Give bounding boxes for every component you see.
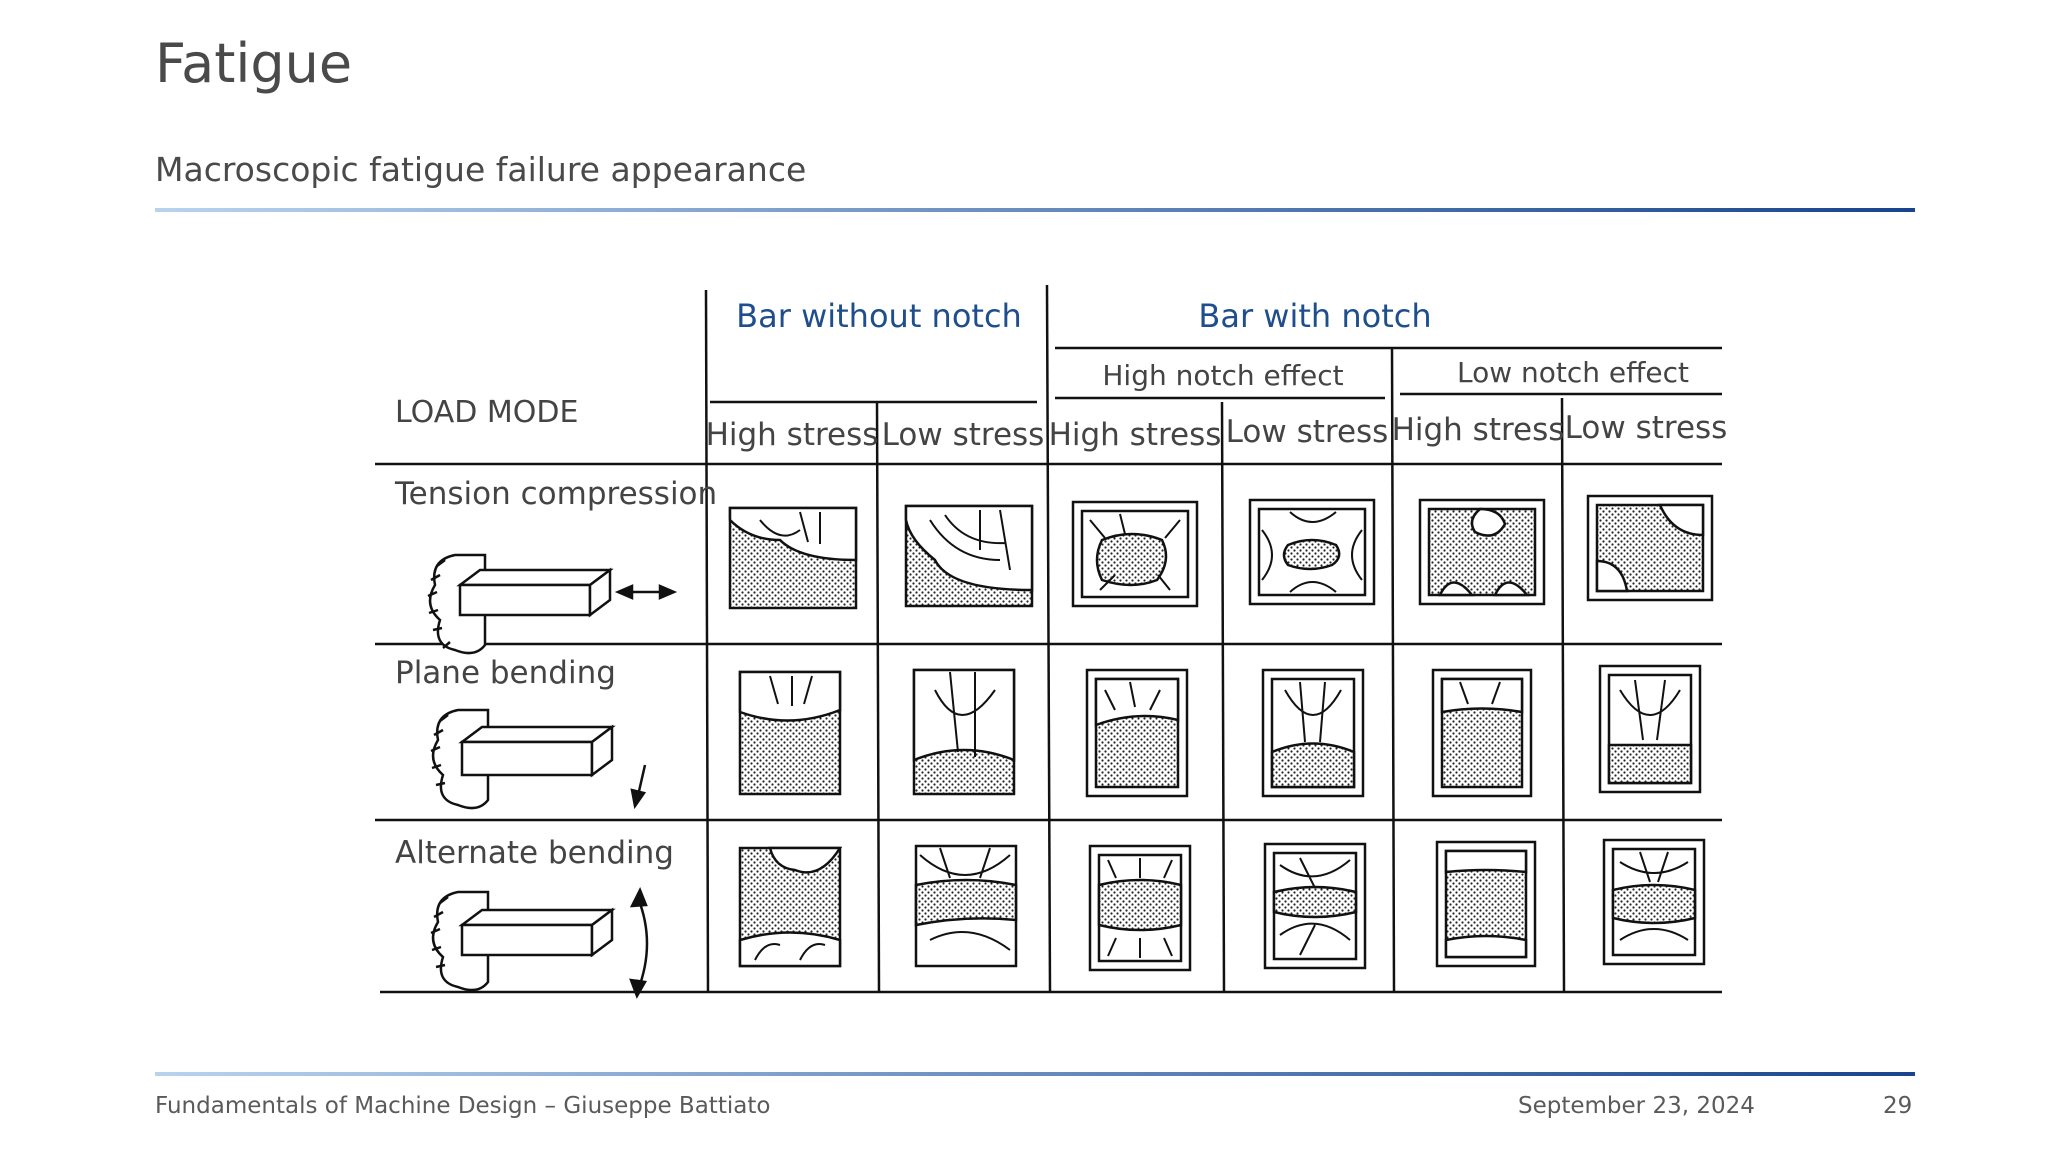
- table-grid: [375, 284, 1722, 994]
- footer-page-number: 29: [1883, 1093, 1913, 1119]
- cell-alternate-bending-high-notch-high: [1088, 844, 1192, 972]
- column-header: High stress: [1392, 412, 1565, 448]
- bar-icon-alternate-bending: [430, 886, 649, 999]
- cell-tension-low-notch-high: [1418, 498, 1546, 606]
- bar-icon-tension: [427, 553, 678, 655]
- cell-tension-high-notch-low: [1248, 498, 1376, 606]
- subgroup-header-low-notch: Low notch effect: [1457, 356, 1689, 389]
- row-labels: Tension compression Plane bending Altern…: [394, 476, 717, 871]
- slide-title: Fatigue: [155, 32, 353, 95]
- cell-plane-bending-bar-without-notch-low: [912, 668, 1016, 796]
- cell-alternate-bending-low-notch-high: [1435, 840, 1537, 968]
- header-divider: [155, 208, 1915, 212]
- column-header: Low stress: [1226, 414, 1389, 450]
- cell-plane-bending-low-notch-high: [1431, 668, 1533, 798]
- cell-tension-bar-without-notch-low: [904, 504, 1034, 608]
- bar-icon-plane-bending: [430, 708, 647, 810]
- group-header-without-notch: Bar without notch: [736, 297, 1022, 335]
- row-label-tension-compression: Tension compression: [394, 476, 717, 512]
- row-label-plane-bending: Plane bending: [395, 655, 616, 691]
- cell-plane-bending-high-notch-high: [1085, 668, 1189, 798]
- slide-subtitle: Macroscopic fatigue failure appearance: [155, 150, 807, 189]
- footer-course: Fundamentals of Machine Design – Giusepp…: [155, 1093, 771, 1119]
- group-header-with-notch: Bar with notch: [1198, 297, 1431, 335]
- cell-tension-high-notch-high: [1071, 500, 1199, 608]
- cell-plane-bending-low-notch-low: [1598, 664, 1702, 794]
- column-header: High stress: [1049, 417, 1222, 453]
- cell-tension-bar-without-notch-high: [728, 506, 858, 610]
- cell-alternate-bending-bar-without-notch-low: [914, 844, 1018, 968]
- cell-plane-bending-high-notch-low: [1261, 668, 1365, 798]
- subgroup-header-high-notch: High notch effect: [1102, 359, 1343, 392]
- column-header: High stress: [706, 417, 879, 453]
- cell-alternate-bending-bar-without-notch-high: [738, 846, 843, 968]
- column-header: Low stress: [882, 417, 1045, 453]
- cell-plane-bending-bar-without-notch-high: [738, 670, 842, 796]
- fracture-surface-cells: [728, 494, 1714, 972]
- table-header: LOAD MODE Bar without notch Bar with not…: [395, 297, 1727, 453]
- cell-alternate-bending-low-notch-low: [1602, 838, 1706, 966]
- footer-date: September 23, 2024: [1518, 1093, 1755, 1119]
- footer-divider: [155, 1072, 1915, 1076]
- row-label-alternate-bending: Alternate bending: [395, 835, 674, 871]
- column-header: Low stress: [1565, 410, 1728, 446]
- load-mode-label: LOAD MODE: [395, 395, 578, 430]
- cell-alternate-bending-high-notch-low: [1263, 842, 1367, 970]
- cell-tension-low-notch-low: [1586, 494, 1714, 602]
